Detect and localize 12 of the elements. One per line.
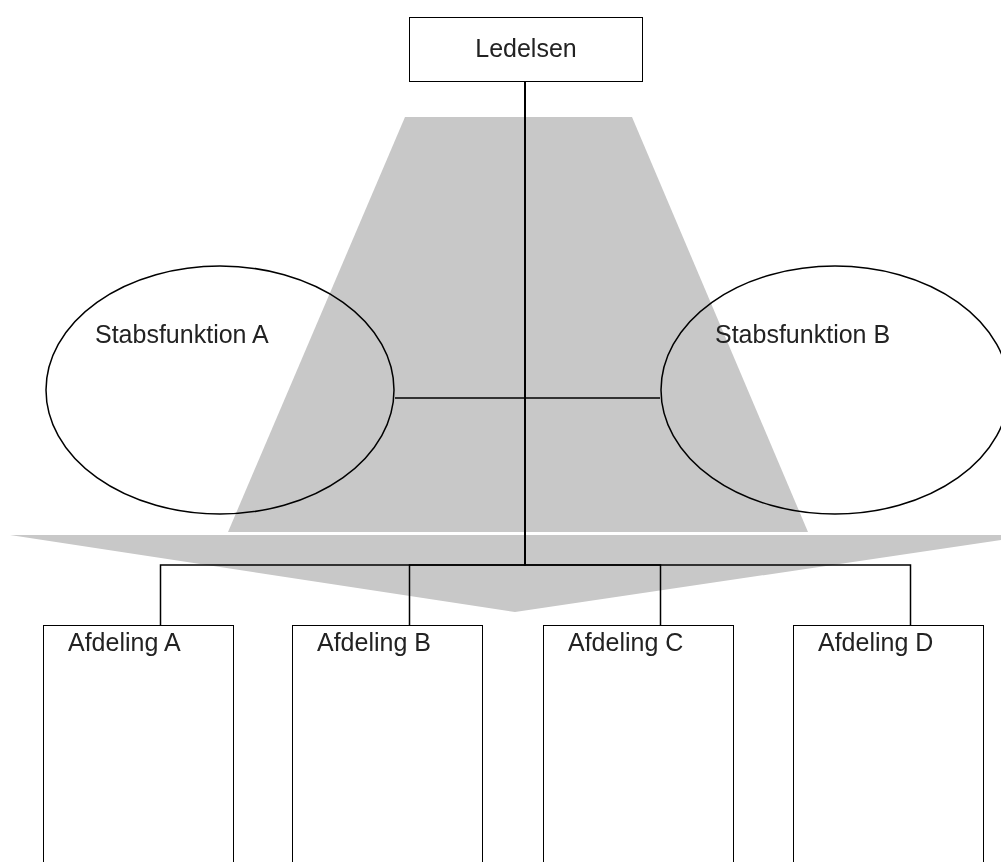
node-label: Stabsfunktion B: [715, 320, 891, 349]
node-label: Ledelsen: [475, 34, 577, 63]
node-label: Afdeling B: [317, 628, 431, 657]
department-box: [543, 625, 734, 862]
node-label: Afdeling C: [568, 628, 684, 657]
department-box: [43, 625, 234, 862]
node-label: Stabsfunktion A: [95, 320, 269, 349]
node-label: Afdeling D: [818, 628, 934, 657]
department-box: [793, 625, 984, 862]
management-box: [409, 17, 643, 82]
department-box: [292, 625, 483, 862]
node-label: Afdeling A: [68, 628, 181, 657]
